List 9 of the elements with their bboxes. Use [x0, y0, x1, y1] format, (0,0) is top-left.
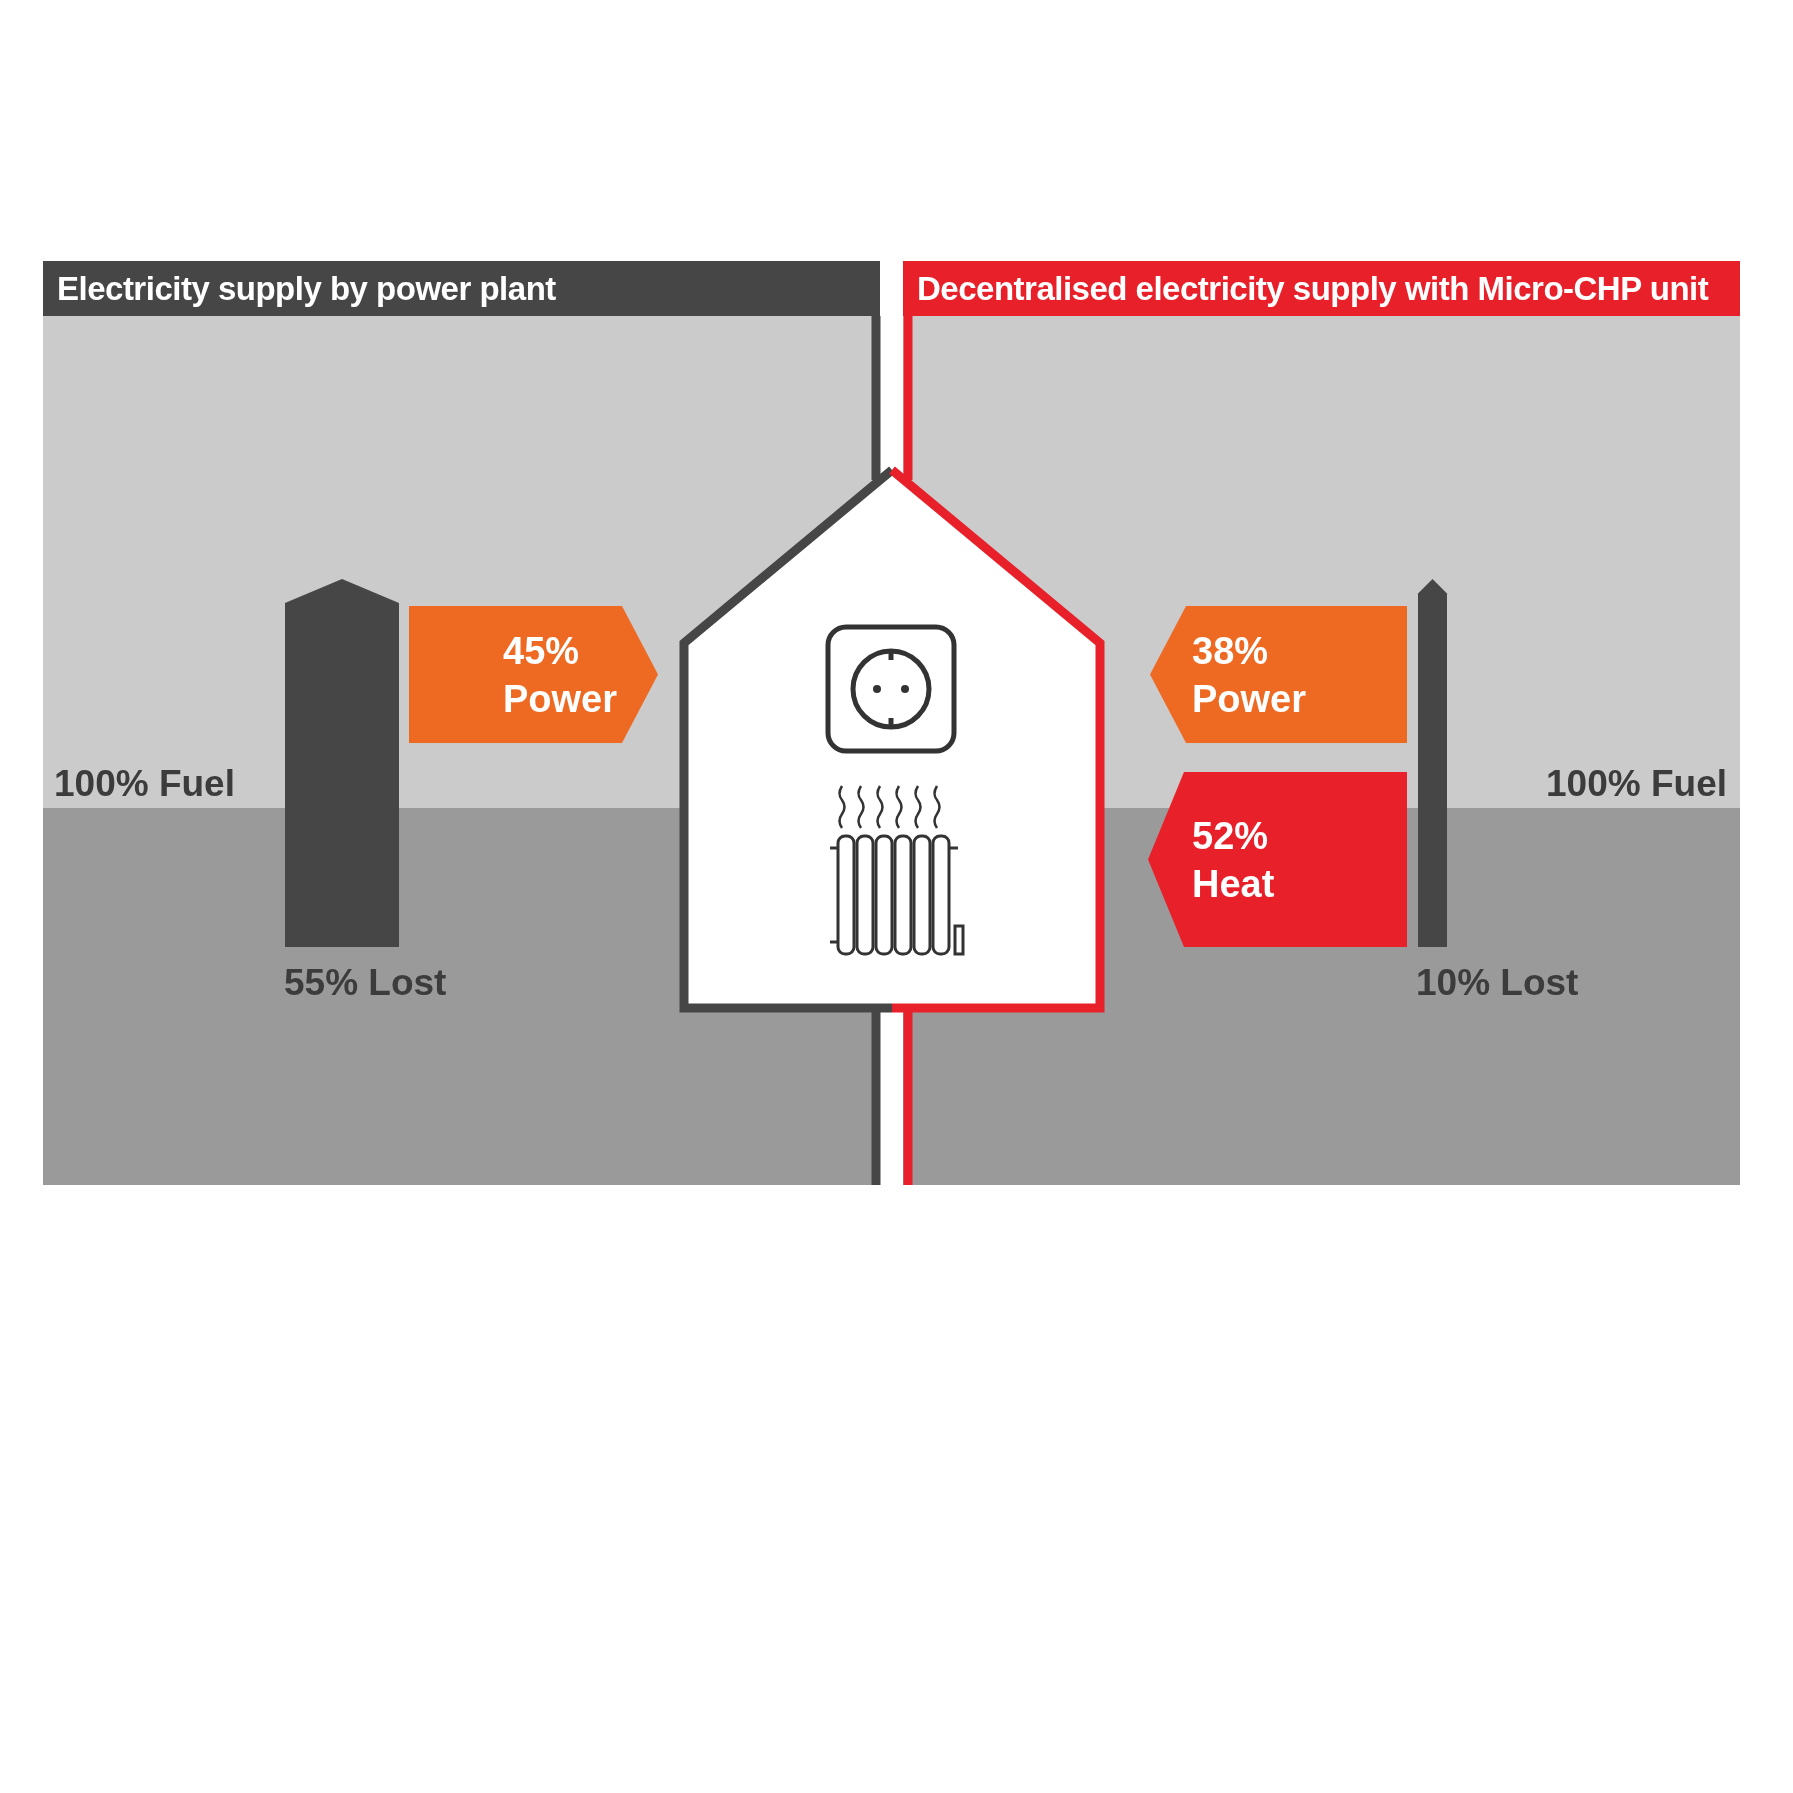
- header-bar: Decentralised electricity supply with Micro-CHP unit: [903, 261, 1740, 316]
- value-label: 100% Fuel: [54, 762, 235, 806]
- value-label: 10% Lost: [1416, 961, 1579, 1005]
- arrow-shape: 45% Power: [409, 606, 658, 743]
- value-label: 55% Lost: [284, 961, 447, 1005]
- header-bar: Electricity supply by power plant: [43, 261, 880, 316]
- arrow-shape: 38% Power: [1150, 606, 1407, 743]
- value-label: 100% Fuel: [1546, 762, 1727, 806]
- arrow-shape: 52% Heat: [1148, 772, 1407, 947]
